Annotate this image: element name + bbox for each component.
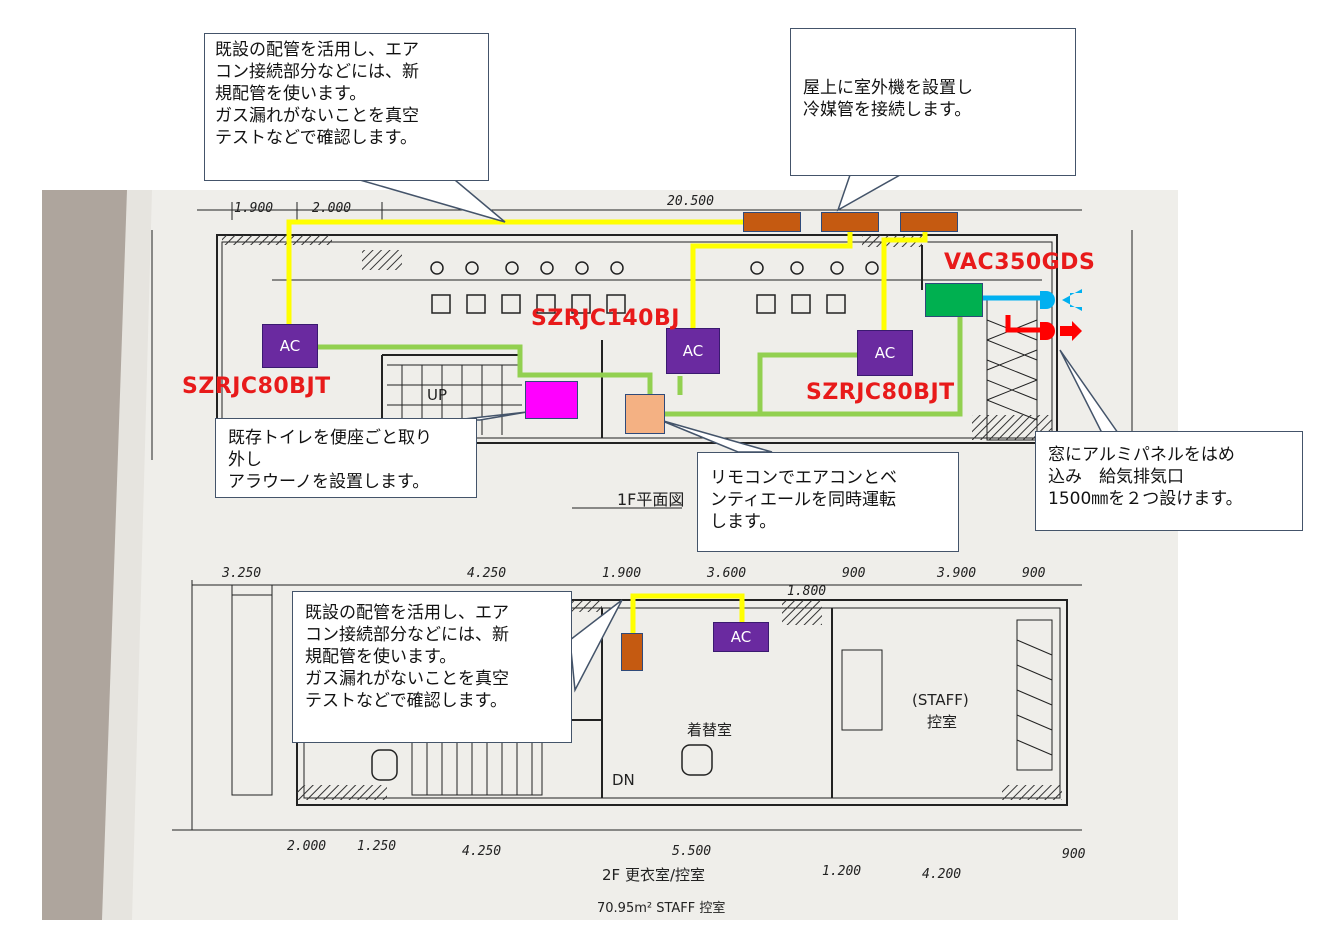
ventilator-unit — [925, 283, 983, 317]
dimension-label: 1.250 — [357, 839, 396, 854]
dimension-label: 1.200 — [822, 864, 861, 879]
outdoor-unit-3 — [900, 212, 958, 232]
dimension-label: 4.250 — [467, 566, 506, 581]
ac-unit-lower: AC — [713, 622, 769, 652]
floor-caption: 1F平面図 — [617, 490, 684, 509]
dimension-label: 20.500 — [667, 194, 714, 209]
ac-unit-right: AC — [857, 330, 913, 376]
dimension-label: 1.900 — [234, 201, 273, 216]
outdoor-unit-1 — [743, 212, 801, 232]
dimension-label: 4.200 — [922, 867, 961, 882]
room-label: 着替室 — [687, 721, 732, 739]
toilet-unit — [525, 381, 578, 419]
control-lines — [316, 317, 963, 417]
dimension-label: 5.500 — [672, 844, 711, 859]
room-label: 控室 — [927, 713, 957, 731]
room-label: (STAFF) — [912, 691, 969, 709]
ac-label: AC — [279, 337, 301, 355]
dimension-label: 900 — [1022, 566, 1046, 581]
ac-unit-center: AC — [666, 328, 720, 374]
dimension-label: 900 — [1062, 847, 1086, 862]
callout-existing-pipes-bottom: 既設の配管を活用し、エア コン接続部分などには、新 規配管を使います。 ガス漏れ… — [292, 591, 572, 743]
ac-label: AC — [730, 628, 752, 646]
ac-label: AC — [874, 344, 896, 362]
dimension-label: 2.000 — [287, 839, 326, 854]
exhaust-duct — [1005, 315, 1082, 341]
model-ac-right: SZRJC80BJT — [806, 380, 955, 405]
refrigerant-pipes — [286, 219, 928, 633]
dimension-label: 900 — [842, 566, 866, 581]
room-label: DN — [612, 771, 635, 789]
callout-existing-pipes-top: 既設の配管を活用し、エア コン接続部分などには、新 規配管を使います。 ガス漏れ… — [204, 33, 489, 181]
supply-duct — [983, 289, 1082, 311]
outdoor-unit-2 — [821, 212, 879, 232]
footer-caption: 70.95m² STAFF 控室 — [597, 900, 725, 916]
dimension-label: 4.250 — [462, 844, 501, 859]
callout-toilet: 既存トイレを便座ごと取り 外し アラウーノを設置します。 — [215, 418, 477, 498]
dimension-label: 1.800 — [787, 584, 826, 599]
dimension-label: 3.900 — [936, 566, 976, 581]
room-label: UP — [427, 386, 447, 404]
dimension-label: 3.250 — [221, 566, 261, 581]
callout-remote: リモコンでエアコンとベ ンティエールを同時運転 します。 — [697, 452, 959, 552]
dimension-label: 1.900 — [602, 566, 641, 581]
model-ac-left: SZRJC80BJT — [182, 374, 331, 399]
ac-unit-left: AC — [262, 324, 318, 368]
floor-caption: 2F 更衣室/控室 — [602, 866, 705, 884]
callout-window: 窓にアルミパネルをはめ 込み 給気排気口 1500㎜を２つ設けます。 — [1035, 431, 1303, 531]
ac-label: AC — [682, 342, 704, 360]
callout-pointers — [359, 174, 1120, 693]
outdoor-unit-lower — [621, 633, 643, 671]
dimension-label: 2.000 — [312, 201, 351, 216]
callout-outdoor-units: 屋上に室外機を設置し 冷媒管を接続します。 — [790, 28, 1076, 176]
dimension-label: 3.600 — [706, 566, 746, 581]
model-ac-center: SZRJC140BJ — [531, 306, 680, 331]
model-ventilator: VAC350GDS — [944, 250, 1096, 275]
remote-controller — [625, 394, 665, 434]
